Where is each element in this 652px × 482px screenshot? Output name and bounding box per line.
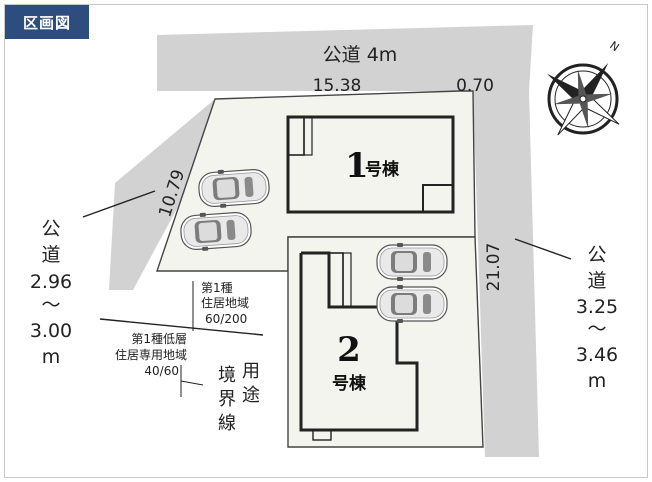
svg-text:2.96: 2.96 [30,271,72,293]
road-west-label: 公 道 2.96 ～ 3.00 m [30,218,72,368]
header-tag: 区画図 [22,13,71,32]
car-icon [179,209,253,253]
zoning-boundary-line [99,318,264,336]
lot-2-label: 2 号棟 [332,330,367,394]
svg-text:界: 界 [218,389,236,410]
car-icon [197,166,271,210]
car-icon [376,284,448,324]
header-tag-bg [5,5,89,39]
svg-text:住居地域: 住居地域 [201,296,249,310]
svg-text:住居専用地域: 住居専用地域 [115,348,187,362]
svg-text:道: 道 [41,244,60,266]
svg-text:第1種: 第1種 [201,281,233,295]
road-north [157,25,533,91]
svg-text:～: ～ [587,318,606,340]
svg-text:境: 境 [218,365,236,386]
svg-text:第1種低層: 第1種低層 [131,332,187,346]
svg-text:～: ～ [41,294,60,316]
svg-text:3.46: 3.46 [576,344,618,366]
svg-text:線: 線 [218,413,236,434]
site-plan-frame: N 15.38 0.70 10.79 21.07 公道 4m 公 道 2.96 … [4,4,648,478]
svg-text:2: 2 [337,330,361,370]
zoning-tick-b-arm [180,380,204,386]
svg-text:途: 途 [242,385,260,406]
road-north-label: 公道 4m [323,44,398,66]
svg-text:号棟: 号棟 [332,373,367,394]
zone-a-label: 第1種 住居地域 60/200 [201,281,249,326]
road-east [473,91,539,457]
leader-west-road [82,190,156,218]
dim-north-short: 0.70 [456,76,494,96]
leader-east-road [514,238,572,260]
svg-text:60/200: 60/200 [205,312,247,326]
svg-text:号棟: 号棟 [365,159,400,180]
svg-text:m: m [42,346,61,368]
road-east-label: 公 道 3.25 ～ 3.46 m [576,244,618,392]
zone-b-label: 第1種低層 住居専用地域 40/60 [115,332,187,378]
use-boundary-label: 用 途 境 界 線 [218,361,260,434]
svg-text:1: 1 [345,146,369,186]
svg-text:m: m [588,370,607,392]
dim-north-long: 15.38 [313,76,362,96]
svg-text:N: N [607,39,621,54]
svg-text:3.25: 3.25 [576,296,618,318]
svg-text:用: 用 [242,361,260,382]
lot-1-label: 1 号棟 [345,146,400,186]
svg-text:公: 公 [41,218,60,240]
dim-east: 21.07 [484,243,504,292]
compass-rose-icon: N [546,39,621,136]
site-plan-drawing: N 15.38 0.70 10.79 21.07 公道 4m 公 道 2.96 … [5,5,621,457]
svg-text:3.00: 3.00 [30,320,72,342]
svg-text:40/60: 40/60 [144,364,179,378]
svg-text:公: 公 [587,244,606,266]
svg-text:道: 道 [587,270,606,292]
car-icon [376,242,448,282]
